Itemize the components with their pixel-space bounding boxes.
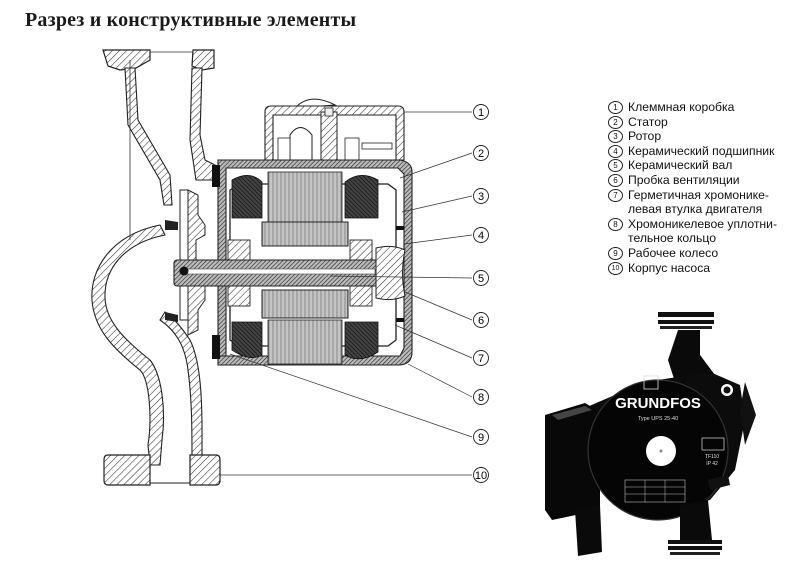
impeller (165, 189, 206, 336)
legend-label: Рабочее колесо (628, 245, 719, 260)
svg-text:6: 6 (478, 315, 484, 327)
svg-text:1: 1 (478, 107, 484, 119)
rotor (261, 221, 349, 319)
legend-number: 3 (608, 130, 623, 144)
svg-text:5: 5 (478, 273, 484, 285)
svg-text:2: 2 (478, 148, 484, 160)
legend-item: 8 Хромоникелевое уплотни- тельное кольцо (608, 217, 798, 246)
legend-number: 10 (608, 261, 623, 275)
legend-label: Корпус насоса (628, 260, 711, 275)
svg-text:TF110: TF110 (705, 454, 719, 460)
callout-6: 6 (473, 312, 489, 328)
legend-label: Статор (628, 114, 668, 129)
top-flange (658, 312, 715, 382)
svg-text:10: 10 (475, 470, 487, 482)
callout-10: 10 (473, 467, 489, 483)
callout-8: 8 (473, 389, 489, 405)
legend-item: 10 Корпус насоса (608, 261, 798, 276)
legend-label: Ротор (628, 129, 662, 144)
legend-number: 7 (608, 188, 623, 202)
callout-7: 7 (473, 350, 489, 366)
page-title: Разрез и конструктивные элементы (25, 9, 357, 31)
pump-product-photo: GRUNDFOS Type UPS 25-40 TF110 IP 42 (545, 312, 756, 556)
callout-markers: 1 2 3 4 5 6 7 8 9 10 (473, 104, 489, 483)
legend-number: 5 (608, 159, 623, 173)
ceramic-shaft (173, 259, 381, 287)
bottom-connections (575, 475, 730, 556)
terminal-box (264, 98, 405, 163)
legend-item: 2 Статор (608, 115, 798, 130)
legend-item: 3 Ротор (608, 129, 798, 144)
legend-label: Герметичная хромонике- левая втулка двиг… (628, 187, 769, 217)
legend-label: Керамический подшипник (628, 143, 775, 158)
callout-2: 2 (473, 145, 489, 161)
svg-text:7: 7 (478, 353, 484, 365)
legend-label: Хромоникелевое уплотни- тельное кольцо (628, 216, 778, 246)
legend-item: 7 Герметичная хромонике- левая втулка дви… (608, 188, 798, 217)
legend-item: 6 Пробка вентиляции (608, 173, 798, 188)
callout-4: 4 (473, 227, 489, 243)
legend-item: 4 Керамический подшипник (608, 144, 798, 159)
legend-item: 5 Керамический вал (608, 158, 798, 173)
legend-number: 4 (608, 144, 623, 158)
svg-text:4: 4 (478, 230, 484, 242)
nameplate: GRUNDFOS Type UPS 25-40 TF110 IP 42 (587, 375, 729, 521)
legend-label: Клеммная коробка (628, 100, 735, 114)
brand-logo: GRUNDFOS (615, 395, 701, 412)
legend-number: 6 (608, 173, 623, 187)
leader-lines (220, 111, 473, 476)
svg-text:3: 3 (478, 191, 484, 203)
legend-number: 8 (608, 217, 623, 231)
svg-text:IP 42: IP 42 (706, 461, 718, 467)
legend-number: 2 (608, 115, 623, 129)
callout-3: 3 (473, 188, 489, 204)
legend-item: 9 Рабочее колесо (608, 246, 798, 261)
ceramic-bearings (227, 239, 373, 307)
legend-label: Керамический вал (628, 158, 733, 173)
legend-item: 1 Клеммная коробка (608, 100, 798, 115)
svg-text:9: 9 (478, 432, 484, 444)
legend-label: Пробка вентиляции (628, 172, 740, 187)
callout-9: 9 (473, 429, 489, 445)
legend-number: 9 (608, 246, 623, 260)
pump-housing (91, 49, 221, 486)
svg-text:8: 8 (478, 392, 484, 404)
legend-number: 1 (608, 101, 623, 114)
vent-plug (375, 226, 406, 322)
type-plate: Type UPS 25-40 (638, 416, 678, 422)
stator-windings (231, 171, 379, 365)
callout-1: 1 (473, 104, 489, 120)
callout-5: 5 (473, 270, 489, 286)
